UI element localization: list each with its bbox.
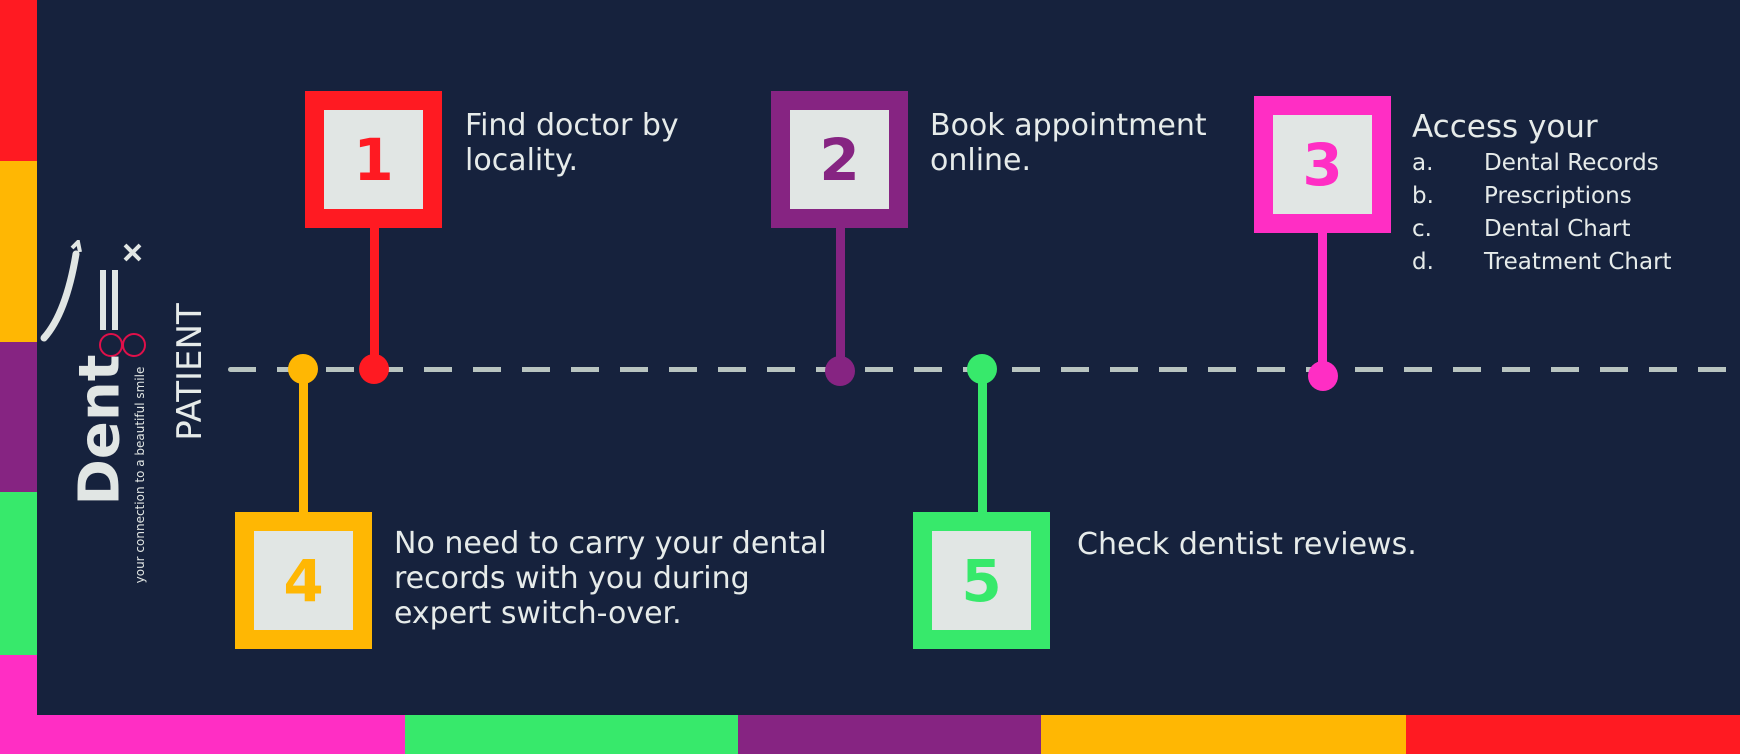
dent-tx-logo: Dent your connection to a beautiful smil… xyxy=(40,237,160,583)
left-strip-red xyxy=(0,0,37,161)
step-5-box: 5 xyxy=(913,512,1050,649)
step-1-number: 1 xyxy=(324,110,423,209)
step-3-number: 3 xyxy=(1273,115,1372,214)
step-3-stem xyxy=(1318,233,1327,373)
logo-tagline: your connection to a beautiful smile xyxy=(133,366,147,584)
bottom-strip-red xyxy=(1406,715,1740,754)
step-4-box: 4 xyxy=(235,512,372,649)
logo-mark-icon xyxy=(40,237,146,357)
step-5-text: Check dentist reviews. xyxy=(1077,527,1417,562)
step-4-number: 4 xyxy=(254,531,353,630)
bottom-strip-green xyxy=(405,715,738,754)
step-2-box: 2 xyxy=(771,91,908,228)
left-strip-yellow xyxy=(0,161,37,342)
list-label: Prescriptions xyxy=(1484,183,1632,209)
step-2-text: Book appointment online. xyxy=(930,108,1207,178)
step-1-box: 1 xyxy=(305,91,442,228)
step-3-list: a. Dental Records b. Prescriptions c. Denta… xyxy=(1412,147,1672,279)
list-label: Treatment Chart xyxy=(1484,249,1672,275)
logo-wordmark: Dent xyxy=(67,354,133,506)
step-4-dot xyxy=(288,354,318,384)
left-strip-green xyxy=(0,492,37,655)
list-label: Dental Chart xyxy=(1484,216,1631,242)
bottom-strip-yellow xyxy=(1041,715,1406,754)
list-letter: d. xyxy=(1412,249,1434,275)
step-1-dot xyxy=(359,354,389,384)
step-5-stem xyxy=(978,370,987,515)
list-item: a. Dental Records xyxy=(1412,147,1672,180)
step-1-text: Find doctor by locality. xyxy=(465,108,679,178)
step-1-stem xyxy=(370,228,379,368)
step-5-dot xyxy=(967,354,997,384)
list-letter: b. xyxy=(1412,183,1434,209)
bottom-strip-pink xyxy=(0,715,405,754)
step-2-number: 2 xyxy=(790,110,889,209)
step-4-text: No need to carry your dental records wit… xyxy=(394,526,827,631)
step-3-box: 3 xyxy=(1254,96,1391,233)
step-4-stem xyxy=(299,370,308,515)
list-item: c. Dental Chart xyxy=(1412,213,1672,246)
list-item: d. Treatment Chart xyxy=(1412,246,1672,279)
list-letter: c. xyxy=(1412,216,1432,242)
step-3-dot xyxy=(1308,361,1338,391)
section-title: PATIENT xyxy=(170,303,210,441)
bottom-strip-purple xyxy=(738,715,1041,754)
list-item: b. Prescriptions xyxy=(1412,180,1672,213)
left-strip-purple xyxy=(0,342,37,492)
step-5-number: 5 xyxy=(932,531,1031,630)
step-2-dot xyxy=(825,356,855,386)
step-2-stem xyxy=(836,228,845,368)
step-3-text: Access your xyxy=(1412,109,1598,145)
list-letter: a. xyxy=(1412,150,1434,176)
list-label: Dental Records xyxy=(1484,150,1659,176)
